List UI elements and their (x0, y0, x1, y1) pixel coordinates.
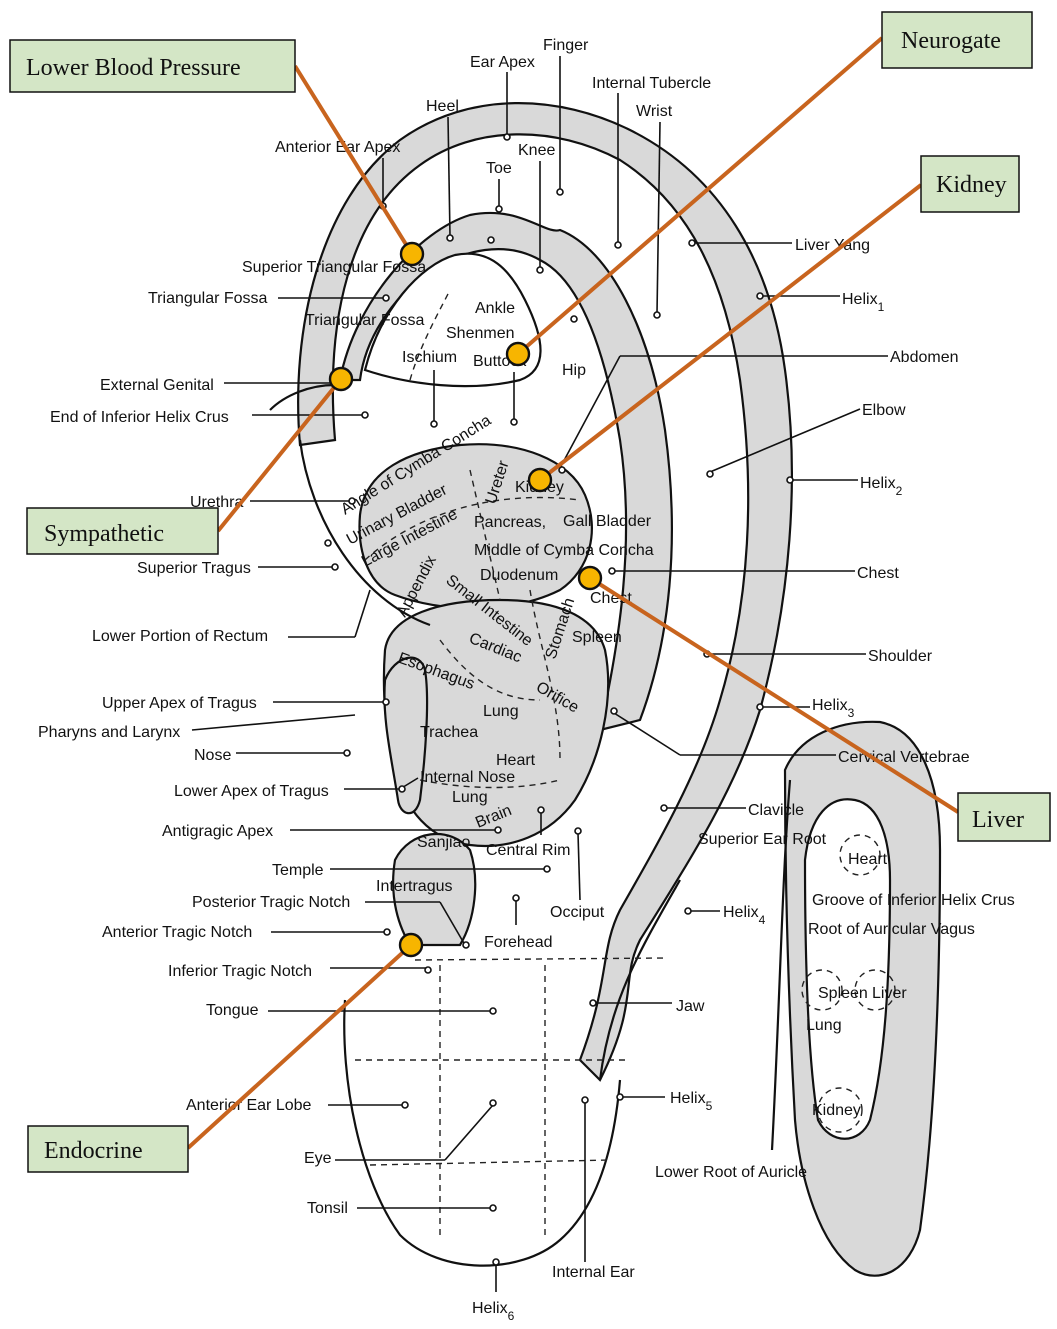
label-pancreas: Pancreas, (474, 514, 546, 531)
label-tonsil: Tonsil (307, 1200, 348, 1217)
label-external-genital: External Genital (100, 377, 214, 394)
label-forehead: Forehead (484, 934, 553, 951)
label-ankle: Ankle (475, 300, 515, 317)
label-toe: Toe (486, 160, 512, 177)
label-nose: Nose (194, 747, 231, 764)
label-lower-apex-of-tragus: Lower Apex of Tragus (174, 783, 329, 800)
label-upper-apex-of-tragus: Upper Apex of Tragus (102, 695, 257, 712)
label-triangular-fossa-inner: Triangular Fossa (305, 312, 425, 329)
label-helix-5: Helix5 (670, 1090, 713, 1113)
label-superior-ear-root: Superior Ear Root (698, 831, 827, 848)
label-helix-2: Helix2 (860, 475, 903, 498)
neurogate-label: Neurogate (901, 28, 1001, 54)
label-root-of-auricular-vagus: Root of Auricular Vagus (808, 921, 975, 938)
label-internal-tubercle: Internal Tubercle (592, 75, 711, 92)
liver-dot (579, 567, 601, 589)
label-finger: Finger (543, 37, 589, 54)
label-inferior-tragic-notch: Inferior Tragic Notch (168, 963, 312, 980)
label-knee: Knee (518, 142, 555, 159)
lbp-dot (401, 243, 423, 265)
label-heart: Heart (496, 752, 536, 769)
label-shoulder: Shoulder (868, 648, 933, 665)
label-helix-6: Helix6 (472, 1300, 515, 1323)
label-lung: Lung (483, 703, 519, 720)
label-superior-triangular-fossa: Superior Triangular Fossa (242, 259, 426, 276)
label-trachea: Trachea (420, 724, 478, 741)
label-middle-of-cymba-concha: Middle of Cymba Concha (474, 542, 654, 559)
label-intertragus: Intertragus (376, 878, 452, 895)
label-helix-4: Helix4 (723, 904, 766, 927)
label-central-rim: Central Rim (486, 842, 570, 859)
label-end-of-inferior-helix-crus: End of Inferior Helix Crus (50, 409, 229, 426)
label-ear-apex: Ear Apex (470, 54, 535, 71)
label-tongue: Tongue (206, 1002, 259, 1019)
label-internal-ear: Internal Ear (552, 1264, 635, 1281)
kidney-dot (529, 469, 551, 491)
label-occiput: Occiput (550, 904, 605, 921)
label-lower-root-of-auricle: Lower Root of Auricle (655, 1164, 807, 1181)
label-shenmen: Shenmen (446, 325, 515, 342)
label-eye: Eye (304, 1150, 332, 1167)
label-heart-back: Heart (848, 851, 888, 868)
label-clavicle: Clavicle (748, 802, 804, 819)
label-ischium: Ischium (402, 349, 457, 366)
label-elbow: Elbow (862, 402, 906, 419)
label-spleen: Spleen (572, 629, 622, 646)
label-pharyns-and-larynx: Pharyns and Larynx (38, 724, 180, 741)
endocrine-label: Endocrine (44, 1138, 143, 1164)
label-wrist: Wrist (636, 103, 673, 120)
label-helix-1: Helix1 (842, 291, 885, 314)
label-heel: Heel (426, 98, 459, 115)
label-lower-portion-of-rectum: Lower Portion of Rectum (92, 628, 268, 645)
label-spleen-back: Spleen (818, 985, 868, 1002)
label-lung-back: Lung (806, 1017, 842, 1034)
label-hip: Hip (562, 362, 586, 379)
sympathetic-dot (330, 368, 352, 390)
label-sanjiao: Sanjiao (417, 834, 470, 851)
lbp-label: Lower Blood Pressure (26, 55, 241, 81)
label-temple: Temple (272, 862, 324, 879)
kidney-label: Kidney (936, 172, 1007, 198)
label-jaw: Jaw (676, 998, 705, 1015)
label-chest: Chest (857, 565, 899, 582)
label-superior-tragus: Superior Tragus (137, 560, 251, 577)
label-triangular-fossa: Triangular Fossa (148, 290, 268, 307)
label-abdomen: Abdomen (890, 349, 959, 366)
label-kidney-back: Kidney (812, 1102, 861, 1119)
endocrine-dot (400, 934, 422, 956)
neurogate-dot (507, 343, 529, 365)
label-cervical-vertebrae: Cervical Vertebrae (838, 749, 970, 766)
label-gall-bladder: Gall Bladder (563, 513, 652, 530)
label-groove-of-inferior-helix-crus: Groove of Inferior Helix Crus (812, 892, 1015, 909)
ear-lobe (344, 1000, 620, 1266)
label-antigragic-apex: Antigragic Apex (162, 823, 273, 840)
label-liver-back: Liver (872, 985, 907, 1002)
label-anterior-ear-apex: Anterior Ear Apex (275, 139, 400, 156)
label-posterior-tragic-notch: Posterior Tragic Notch (192, 894, 350, 911)
label-helix-3: Helix3 (812, 697, 855, 720)
sympathetic-label: Sympathetic (44, 521, 164, 547)
liver-label: Liver (972, 807, 1024, 833)
label-lung-lower: Lung (452, 789, 488, 806)
label-anterior-tragic-notch: Anterior Tragic Notch (102, 924, 252, 941)
label-anterior-ear-lobe: Anterior Ear Lobe (186, 1097, 312, 1114)
label-internal-nose: Internal Nose (420, 769, 515, 786)
label-duodenum: Duodenum (480, 567, 558, 584)
